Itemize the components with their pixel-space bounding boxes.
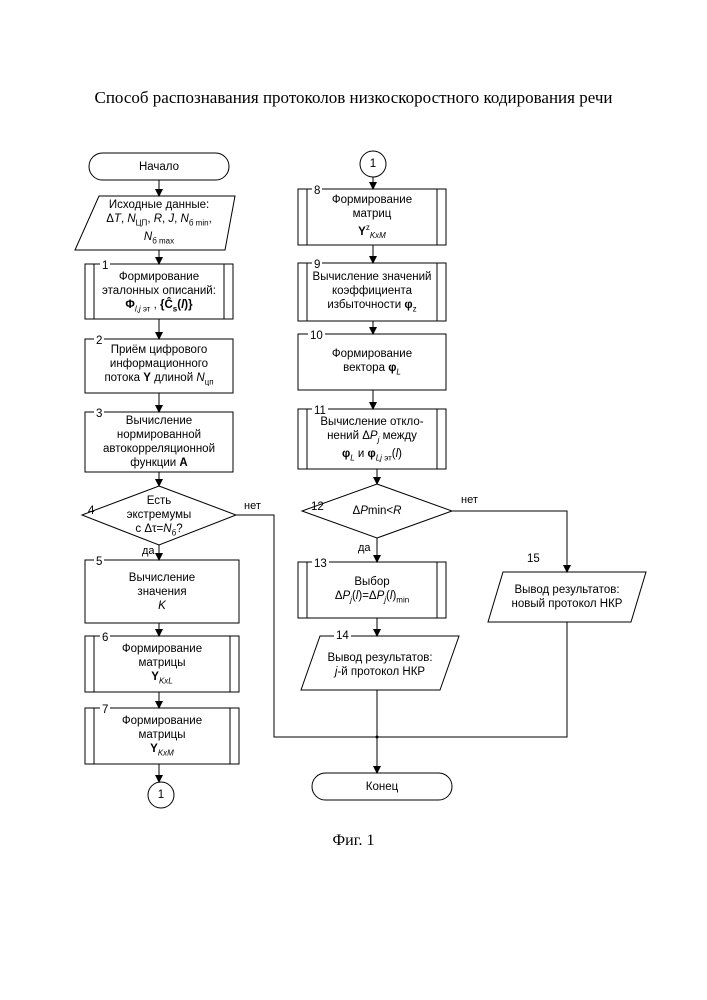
start-terminal: Начало <box>89 153 229 180</box>
block-9-line2: коэффициента <box>332 284 412 298</box>
block-8-line2: матриц <box>353 207 392 221</box>
block-8-formula: YzKxM <box>358 221 386 243</box>
block-9: Вычисление значений коэффициента избыточ… <box>298 266 446 320</box>
decision-12-condition: ΔPmin<R <box>353 504 402 518</box>
block-6-line2: матрицы <box>139 656 186 670</box>
block-7-line2: матрицы <box>139 728 186 742</box>
block-15-number: 15 <box>527 553 540 565</box>
start-label: Начало <box>139 160 179 174</box>
connector-bottom-label: 1 <box>158 788 164 802</box>
block-10-line1: Формирование <box>332 347 412 361</box>
input-line3: Nб max <box>144 230 174 248</box>
output-14-line2: j-й протокол НКР <box>335 665 425 679</box>
block-3-line4: функции A <box>130 456 187 470</box>
block-2-line1: Приём цифрового <box>111 343 208 357</box>
end-terminal: Конец <box>312 773 452 800</box>
block-11: Вычисление откло- нений ΔPj между φL и φ… <box>307 412 437 468</box>
block-5-var: K <box>158 599 166 613</box>
block-9-line1: Вычисление значений <box>313 270 432 284</box>
block-6: Формирование матрицы YKxL <box>94 639 230 691</box>
block-10: Формирование вектора φL <box>298 338 446 388</box>
input-line2: ΔT, NЦП, R, J, Nб min, <box>106 212 212 230</box>
block-9-line3: избыточности φz <box>327 298 416 316</box>
decision-4-line1: Есть <box>147 494 172 508</box>
block-1: Формирование эталонных описаний: Φl,j эт… <box>94 268 224 318</box>
connector-bottom: 1 <box>148 782 174 808</box>
block-5-line2: значения <box>137 585 186 599</box>
block-3-line2: нормированной <box>117 428 201 442</box>
block-2-line2: информационного <box>110 357 208 371</box>
connector-top: 1 <box>360 151 386 177</box>
block-11-line3: φL и φLj эт(l) <box>342 447 402 465</box>
decision-4-line2: экстремумы <box>127 508 192 522</box>
decision-12-yes-label: да <box>358 542 371 554</box>
decision-4: Есть экстремумы с Δτ=Nб? <box>110 494 208 540</box>
block-5-line1: Вычисление <box>129 571 195 585</box>
output-15: Вывод результатов: новый протокол НКР <box>490 576 644 618</box>
block-11-line2: нений ΔPj между <box>327 429 417 447</box>
block-7-line1: Формирование <box>122 714 202 728</box>
block-2: Приём цифрового информационного потока Y… <box>85 341 233 391</box>
block-11-line1: Вычисление откло- <box>320 415 423 429</box>
block-3-line3: автокорреляционной <box>103 442 215 456</box>
block-14-number: 14 <box>334 630 351 642</box>
block-8: Формирование матриц YzKxM <box>307 192 437 244</box>
block-7: Формирование матрицы YKxM <box>94 711 230 763</box>
decision-4-no-label: нет <box>244 500 261 512</box>
decision-4-yes-label: да <box>142 545 155 557</box>
block-6-formula: YKxL <box>151 670 172 688</box>
block-3-line1: Вычисление <box>126 414 192 428</box>
decision-12-no-label: нет <box>461 494 478 506</box>
figure-caption: Фиг. 1 <box>0 832 707 850</box>
block-4-number: 4 <box>88 505 94 517</box>
block-1-line2: эталонных описаний: <box>102 284 216 298</box>
input-data-block: Исходные данные: ΔT, NЦП, R, J, Nб min, … <box>85 199 233 247</box>
block-10-line2: вектора φL <box>343 361 401 379</box>
decision-4-line3: с Δτ=Nб? <box>135 522 182 540</box>
end-label: Конец <box>366 780 398 794</box>
block-3: Вычисление нормированной автокорреляцион… <box>85 413 233 471</box>
output-15-line1: Вывод результатов: <box>514 583 619 597</box>
block-6-line1: Формирование <box>122 642 202 656</box>
output-15-line2: новый протокол НКР <box>512 597 623 611</box>
block-1-line1: Формирование <box>119 270 199 284</box>
output-14-line1: Вывод результатов: <box>327 651 432 665</box>
block-2-line3: потока Y длиной Nцп <box>104 371 213 389</box>
input-line1: Исходные данные: <box>109 198 209 212</box>
decision-12: ΔPmin<R <box>330 502 424 520</box>
block-7-formula: YKxM <box>150 742 174 760</box>
block-1-formula: Φl,j эт , {Ĉs(l)} <box>125 298 192 316</box>
block-5: Вычисление значения K <box>85 562 239 622</box>
connector-top-label: 1 <box>370 157 376 171</box>
block-8-line1: Формирование <box>332 193 412 207</box>
block-13: Выбор ΔPj(l)=ΔPj(l)min <box>307 566 437 616</box>
block-13-formula: ΔPj(l)=ΔPj(l)min <box>335 589 409 607</box>
block-13-line1: Выбор <box>354 575 389 589</box>
block-12-number: 12 <box>311 501 324 513</box>
output-14: Вывод результатов: j-й протокол НКР <box>305 644 455 686</box>
